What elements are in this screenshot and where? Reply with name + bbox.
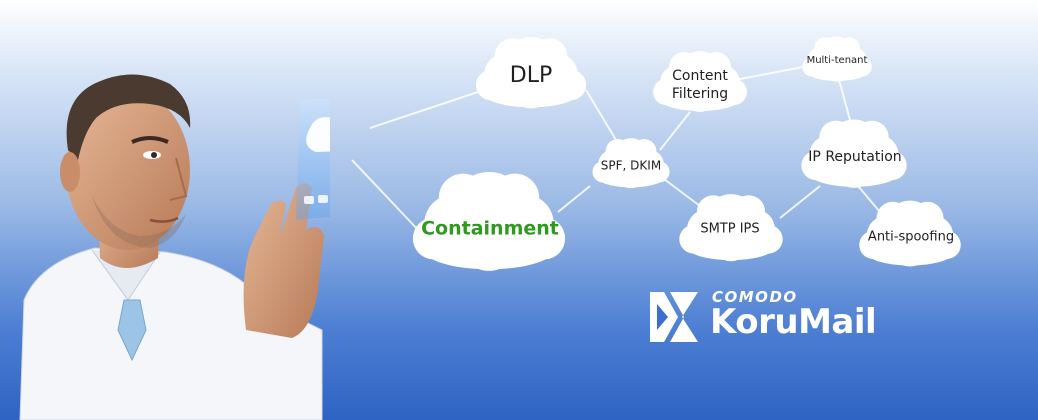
cloud-label-dlp: DLP — [510, 63, 552, 88]
comodo-korumail-logo: COMODO KoruMail — [648, 288, 888, 348]
cloud-label-content: Content — [672, 68, 728, 84]
connector-line — [857, 185, 881, 213]
connector-line — [369, 91, 479, 129]
connector-line — [837, 75, 851, 121]
logo-brand-text: COMODO — [712, 288, 798, 306]
connector-line — [557, 185, 591, 213]
cloud-label-anti-spoofing: Anti-spoofing — [868, 230, 954, 245]
man-touching-screen-image — [19, 74, 330, 420]
cloud-label-ip-reputation: IP Reputation — [808, 149, 901, 165]
cloud-label-multi-tenant: Multi-tenant — [807, 55, 868, 66]
virtual-touch-panel — [296, 98, 330, 220]
connector-line — [779, 185, 821, 219]
cloud-label-filtering: Filtering — [672, 86, 728, 102]
panel-cloud-icon — [306, 117, 330, 152]
cloud-label-smtp-ips: SMTP IPS — [700, 222, 759, 237]
cloud-label-containment: Containment — [421, 218, 559, 240]
cloud-label-spf-dkim: SPF, DKIM — [601, 159, 661, 173]
logo-product-text: KoruMail — [710, 302, 877, 342]
connector-line — [734, 65, 809, 81]
connector-line — [351, 159, 421, 233]
connector-line — [659, 175, 701, 207]
korumail-logo-icon — [650, 292, 698, 342]
connector-line — [659, 111, 691, 151]
connector-lines — [351, 65, 881, 233]
